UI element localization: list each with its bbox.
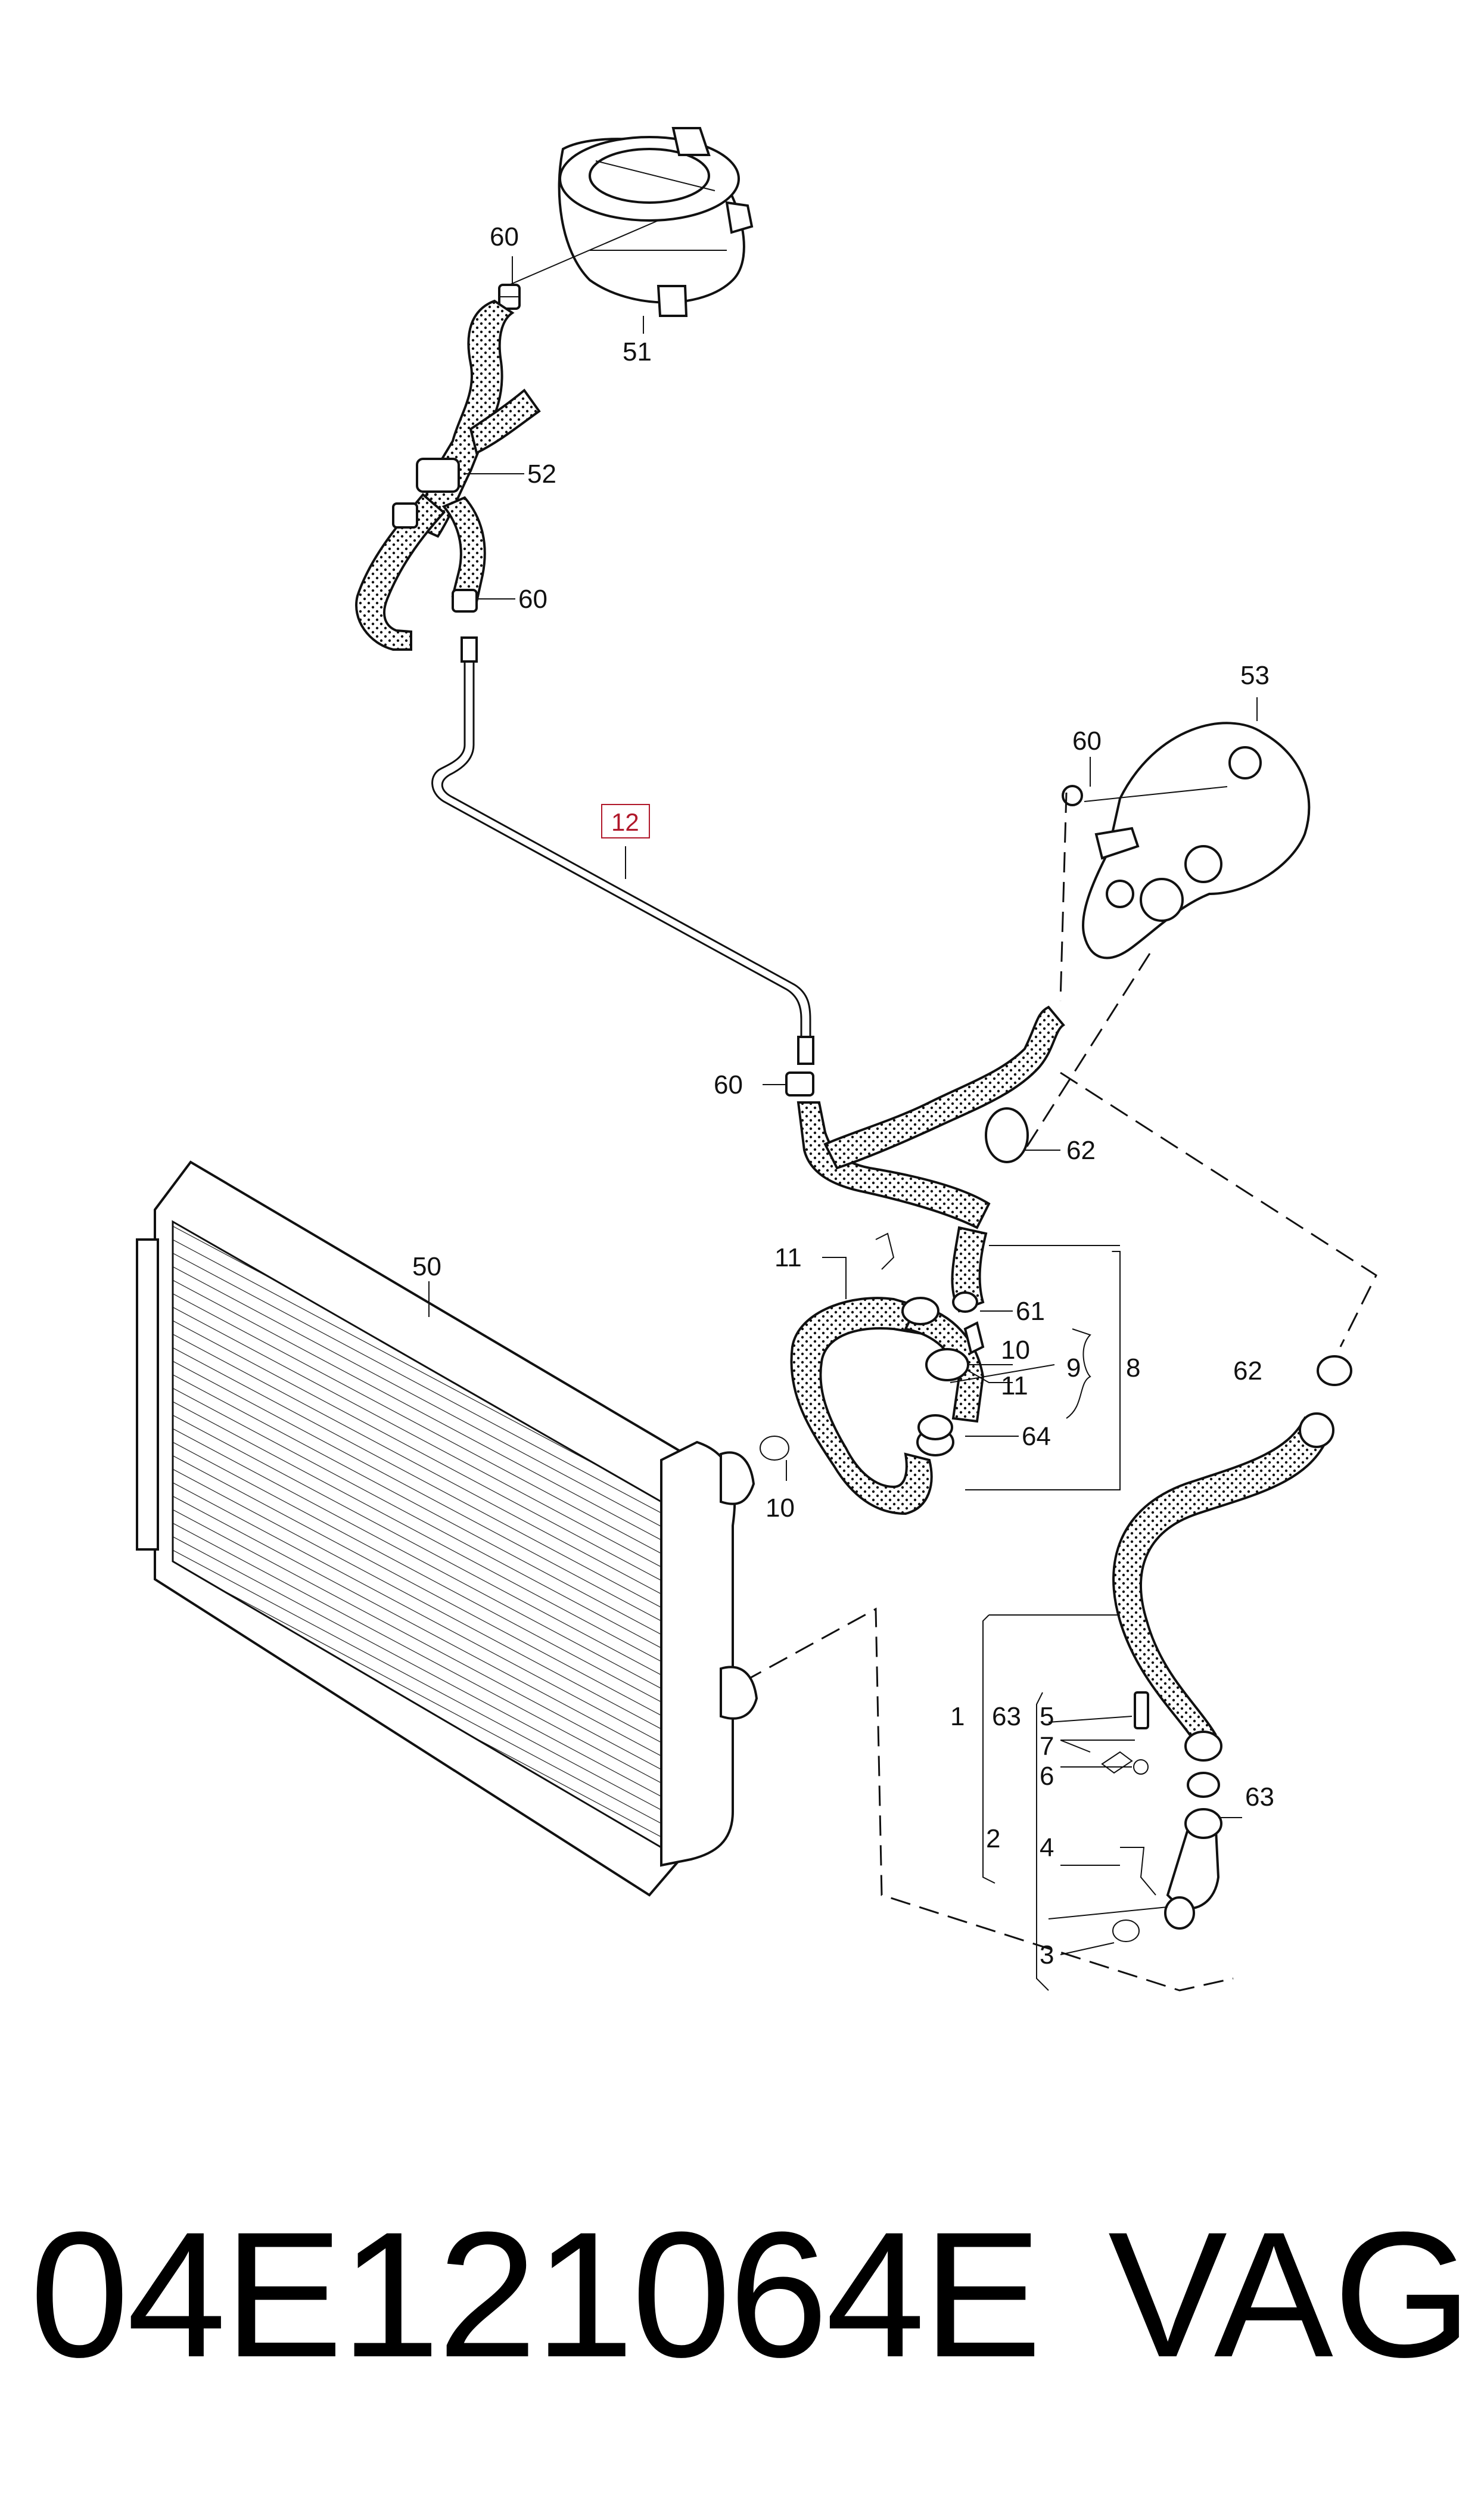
- callout-11: 11: [774, 1243, 802, 1272]
- cooling-system-parts-diagram: 60 51 52 60 12 53 60 60 62 50 11 61 10 9…: [136, 127, 1377, 1992]
- callout-61: 61: [1016, 1297, 1045, 1326]
- heater-hose: [797, 1005, 1065, 1313]
- clamp-60-mid: [452, 589, 478, 613]
- brand-name: VAG: [1108, 2194, 1473, 2394]
- callout-53: 53: [1240, 661, 1270, 690]
- radiator-outlet-hose: [1112, 1412, 1334, 1762]
- callout-labels: 60 51 52 60 12 53 60 60 62 50 11 61 10 9…: [412, 222, 1274, 1970]
- callout-63: 63: [992, 1702, 1021, 1731]
- callout-12: 12: [611, 808, 639, 836]
- callout-5: 5: [1040, 1702, 1054, 1731]
- callout-60: 60: [714, 1070, 743, 1099]
- clamp-60-tank: [498, 284, 521, 310]
- callout-51: 51: [623, 337, 652, 366]
- callout-6: 6: [1040, 1762, 1054, 1791]
- callout-60: 60: [490, 222, 519, 251]
- callout-2: 2: [986, 1824, 1000, 1853]
- coolant-pipe-12: [431, 636, 814, 1065]
- callout-62: 62: [1066, 1136, 1096, 1165]
- callout-11: 11: [1001, 1371, 1028, 1400]
- callout-12-box: [601, 804, 650, 838]
- callout-64: 64: [1022, 1422, 1051, 1451]
- coolant-flange-assembly: [875, 1232, 1222, 1942]
- part-number: 04E121064E: [30, 2194, 1042, 2394]
- callout-7: 7: [1040, 1732, 1054, 1761]
- expansion-tank: [506, 127, 754, 317]
- callout-10: 10: [766, 1493, 795, 1523]
- callout-60: 60: [1072, 726, 1102, 756]
- assembly-leader-lines: [690, 792, 1377, 1992]
- clamp-60-lower: [785, 1071, 814, 1097]
- callout-52: 52: [527, 459, 556, 489]
- callout-62: 62: [1233, 1356, 1262, 1386]
- callout-10: 10: [1001, 1335, 1030, 1365]
- callout-60: 60: [518, 585, 547, 614]
- clamps-misc: [760, 1107, 1352, 1461]
- callout-9: 9: [1066, 1353, 1081, 1383]
- callout-3: 3: [1040, 1940, 1054, 1970]
- radiator: [136, 1160, 758, 1897]
- callout-63: 63: [1245, 1782, 1274, 1812]
- callout-8: 8: [1126, 1353, 1140, 1383]
- callout-1: 1: [950, 1702, 965, 1731]
- callout-4: 4: [1040, 1833, 1054, 1862]
- callout-leaders: [428, 256, 1258, 1991]
- breather-hoses: [355, 299, 541, 651]
- callout-50: 50: [412, 1252, 441, 1281]
- lower-coolant-hose: [790, 1297, 985, 1515]
- thermostat-housing: [1062, 722, 1311, 959]
